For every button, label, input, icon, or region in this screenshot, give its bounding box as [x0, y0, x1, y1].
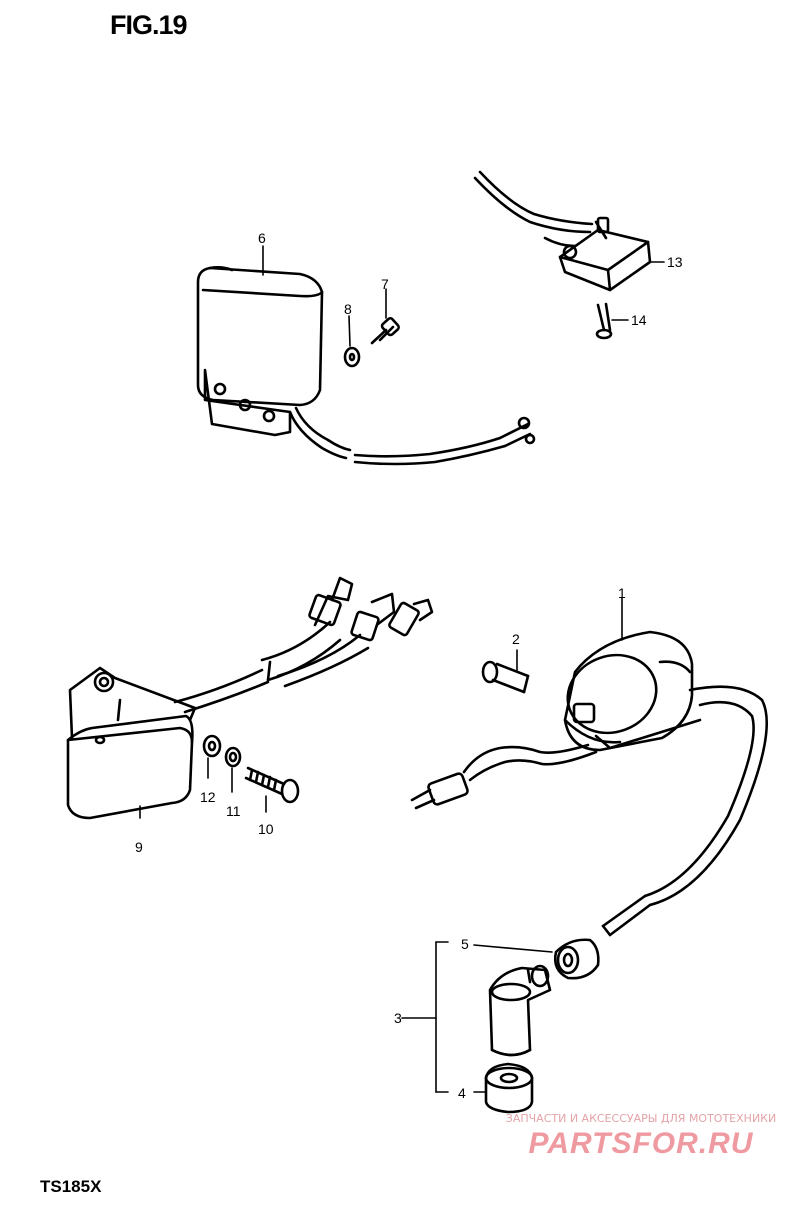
cover-part-4 — [484, 1062, 534, 1114]
washer-part-12 — [202, 734, 222, 758]
ignition-coil-part-1 — [410, 630, 768, 937]
callout-8: 8 — [344, 301, 352, 317]
callout-14: 14 — [631, 312, 647, 328]
callout-12: 12 — [200, 789, 216, 805]
callout-5: 5 — [461, 936, 469, 952]
cdi-unit-part-9 — [66, 576, 434, 820]
callout-1: 1 — [618, 585, 626, 601]
washer-part-8 — [343, 346, 361, 368]
plug-cap-part-3 — [488, 964, 552, 1057]
figure-title: FIG.19 — [110, 10, 188, 40]
seal-part-5 — [553, 938, 600, 980]
watermark-logo: PARTSFOR.RU — [528, 1127, 754, 1160]
callout-6: 6 — [258, 230, 266, 246]
lock-washer-part-11 — [224, 746, 242, 768]
screw-part-10 — [244, 766, 300, 804]
callout-2: 2 — [512, 631, 520, 647]
watermark: ЗАПЧАСТИ И АКСЕССУАРЫ ДЛЯ МОТОТЕХНИКИ PA… — [488, 1112, 794, 1161]
model-label: TS185X — [40, 1177, 102, 1196]
screw-part-14 — [595, 302, 613, 340]
screw-part-7 — [370, 317, 400, 345]
watermark-tagline: ЗАПЧАСТИ И АКСЕССУАРЫ ДЛЯ МОТОТЕХНИКИ — [505, 1112, 777, 1125]
callout-13: 13 — [667, 254, 683, 270]
leader-lines — [139, 245, 665, 1093]
callout-11: 11 — [226, 803, 241, 819]
regulator-rectifier-part-6 — [196, 266, 536, 466]
callout-labels: 6 7 8 13 14 1 2 9 12 11 10 5 4 3 — [135, 230, 683, 1101]
sensor-part-13 — [473, 170, 652, 292]
bolt-part-2 — [481, 660, 530, 694]
callout-10: 10 — [258, 821, 274, 837]
callout-7: 7 — [381, 276, 389, 292]
callout-9: 9 — [135, 839, 143, 855]
callout-4: 4 — [458, 1085, 466, 1101]
callout-3: 3 — [394, 1010, 402, 1026]
